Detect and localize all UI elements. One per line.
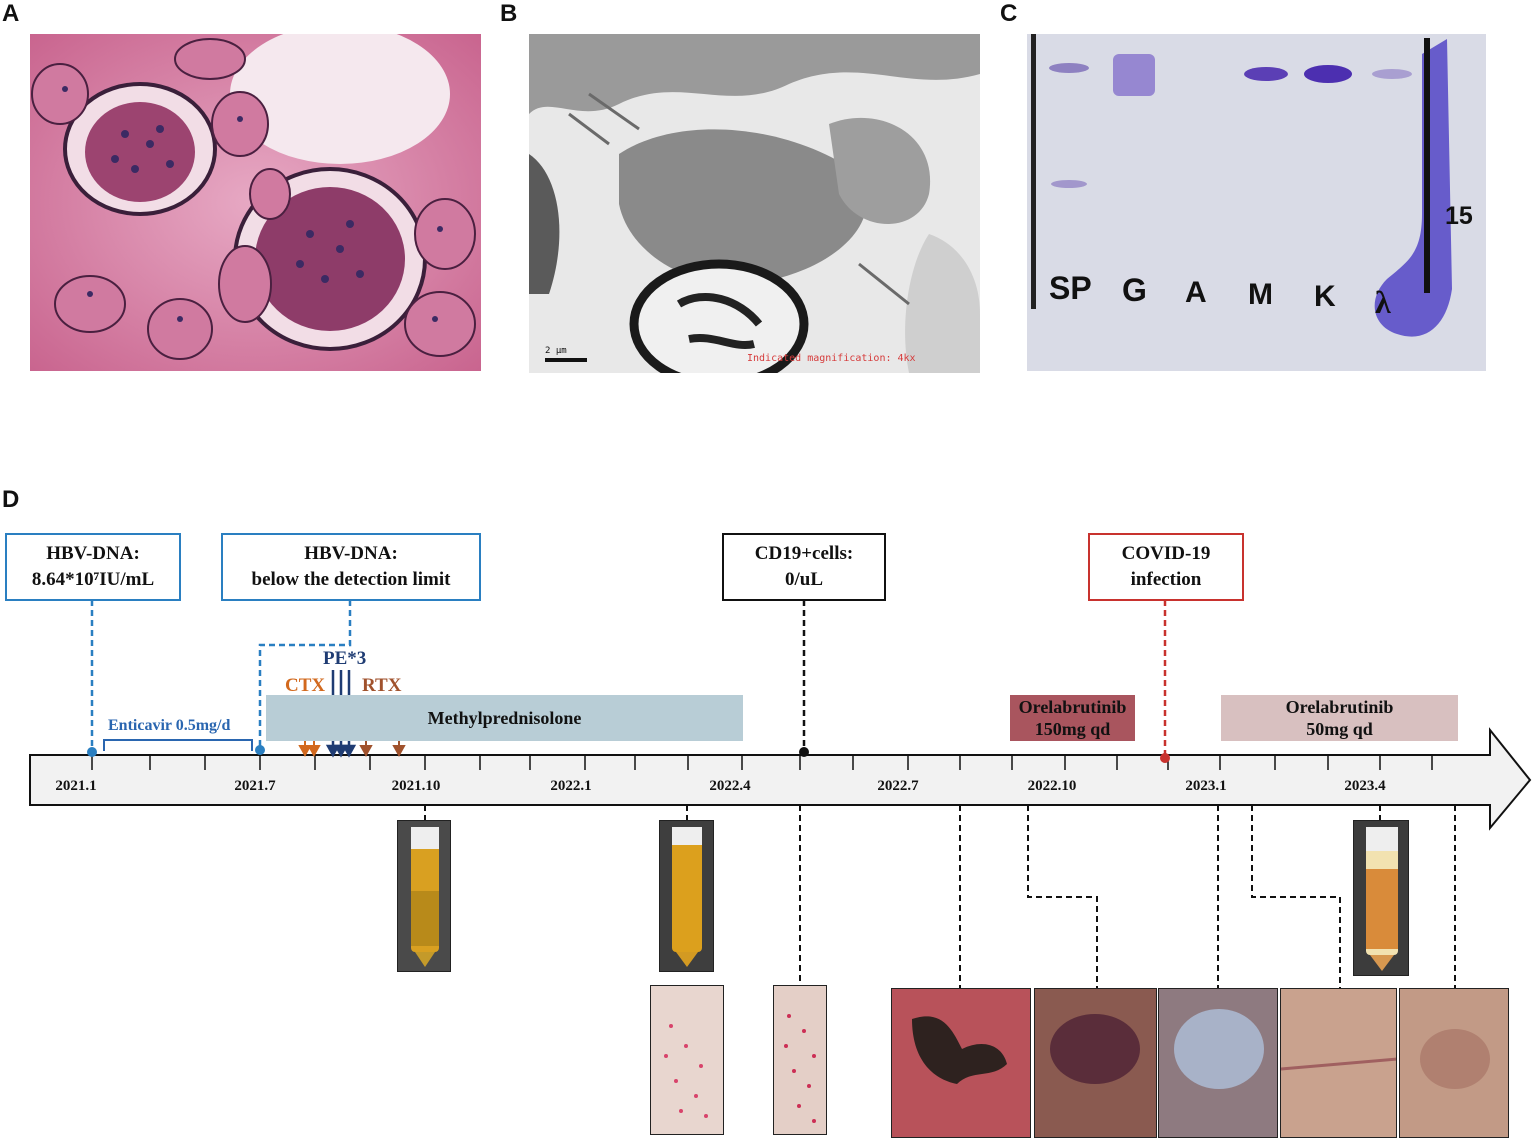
orelabrutinib-150-line1: Orelabrutinib <box>1018 697 1127 717</box>
orelabrutinib-50-bar: Orelabrutinib 50mg qd <box>1221 695 1458 741</box>
gel-drawing <box>1031 34 1452 337</box>
tick-label-2023-1: 2023.1 <box>1185 778 1227 794</box>
hbv-dna-callout-2: HBV-DNA: below the detection limit <box>221 533 481 601</box>
immunofixation-gel: 15 SP G A M K λ <box>1027 34 1486 371</box>
panel-label-c: C <box>1000 0 1018 27</box>
hbv1-line2: 8.64*10⁷IU/mL <box>31 569 155 590</box>
photo-connectors <box>424 805 1456 988</box>
lane-label-sp: SP <box>1049 270 1092 306</box>
urine-tube-photo-3 <box>1353 820 1409 976</box>
methylprednisolone-label: Methylprednisolone <box>427 708 582 728</box>
micrograph-drawing <box>529 34 980 373</box>
pe-label: PE*3 <box>323 648 367 669</box>
lane-label-lambda: λ <box>1375 284 1391 320</box>
hbv2-dot <box>255 745 265 755</box>
tick-label-2022-7: 2022.7 <box>877 778 919 794</box>
panel-label-b: B <box>500 0 518 27</box>
gel-label-15: 15 <box>1445 202 1473 230</box>
lane-label-kappa: K <box>1314 280 1336 313</box>
histology-drawing <box>30 34 481 371</box>
covid-line1: COVID-19 <box>1121 543 1211 564</box>
enticavir-bracket <box>103 739 253 751</box>
orelabrutinib-50-line2: 50mg qd <box>1306 719 1373 739</box>
tick-label-2022-1: 2022.1 <box>550 778 592 794</box>
cd19-line2: 0/uL <box>784 569 824 590</box>
electron-micrograph: 2 µm Indicated magnification: 4kx <box>529 34 980 373</box>
enticavir-label: Enticavir 0.5mg/d <box>108 717 231 734</box>
tick-label-2022-4: 2022.4 <box>709 778 751 794</box>
skin-photo-purpura-1 <box>650 985 724 1135</box>
lane-label-g: G <box>1122 272 1147 308</box>
cd19-line1: CD19+cells: <box>754 543 854 564</box>
orelabrutinib-150-line2: 150mg qd <box>1034 719 1111 739</box>
hbv2-line2: below the detection limit <box>251 569 451 590</box>
urine-tube-photo-1 <box>397 820 451 972</box>
ctx-label: CTX <box>285 675 326 696</box>
scale-bar-label: 2 µm <box>545 346 567 356</box>
panel-label-a: A <box>2 0 20 27</box>
tick-label-2022-10: 2022.10 <box>1027 778 1077 794</box>
cd19-dot <box>799 747 809 757</box>
lane-label-a: A <box>1185 276 1207 309</box>
timeline-axis <box>29 727 1532 831</box>
skin-photo-healing-1 <box>1034 988 1157 1138</box>
urine-tube-photo-2 <box>659 820 714 972</box>
skin-photo-necrosis <box>891 988 1031 1138</box>
tick-label-2021-1: 2021.1 <box>55 778 97 794</box>
magnification-caption: Indicated magnification: 4kx <box>747 353 916 364</box>
orelabrutinib-150-bar: Orelabrutinib 150mg qd <box>1010 695 1135 741</box>
skin-photo-purpura-2 <box>773 985 827 1135</box>
skin-photo-healing-2 <box>1158 988 1278 1138</box>
lane-label-m: M <box>1248 278 1273 311</box>
methylprednisolone-bar: Methylprednisolone <box>266 695 743 741</box>
covid-dot <box>1160 753 1170 763</box>
histology-image <box>30 34 481 371</box>
skin-photo-healing-4 <box>1399 988 1509 1138</box>
axis-ticks <box>91 755 1433 770</box>
covid-line2: infection <box>1130 569 1202 590</box>
tick-label-2021-10: 2021.10 <box>391 778 441 794</box>
rtx-label: RTX <box>362 675 402 696</box>
hbv1-line1: HBV-DNA: <box>46 543 140 564</box>
hbv-dna-callout-1: HBV-DNA: 8.64*10⁷IU/mL <box>5 533 181 601</box>
hbv2-line1: HBV-DNA: <box>304 543 398 564</box>
hbv2-connector <box>258 600 352 750</box>
cd19-callout: CD19+cells: 0/uL <box>722 533 886 601</box>
tick-label-2023-4: 2023.4 <box>1344 778 1386 794</box>
panel-label-d: D <box>2 486 20 513</box>
skin-photo-healing-3 <box>1280 988 1397 1138</box>
tick-label-2021-7: 2021.7 <box>234 778 276 794</box>
hbv1-dot <box>87 747 97 757</box>
orelabrutinib-50-line1: Orelabrutinib <box>1285 697 1394 717</box>
covid-callout: COVID-19 infection <box>1088 533 1244 601</box>
